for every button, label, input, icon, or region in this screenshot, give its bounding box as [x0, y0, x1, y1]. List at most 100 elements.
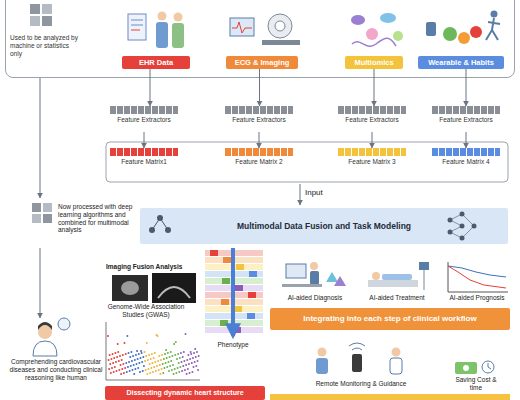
node-text: EHR Data [136, 58, 176, 67]
snp-dot [118, 369, 120, 371]
workflow-band: Integrating into each step of clinical w… [270, 308, 510, 330]
snp-dot [142, 370, 144, 372]
feature-matrix-cells [110, 148, 178, 156]
snp-dot [182, 356, 184, 358]
snp-dot [194, 348, 196, 350]
snp-dot [159, 373, 161, 375]
snp-dot [182, 365, 184, 367]
snp-dot [197, 369, 199, 371]
panel-label: Imaging Fusion Analysis [106, 263, 196, 271]
snp-dot [119, 355, 121, 357]
survival-chart [448, 266, 506, 277]
snp-dot [158, 369, 160, 371]
node-text: Now processed with deep learning algorit… [58, 203, 138, 234]
snp-dot [121, 368, 123, 370]
snp-dot [117, 351, 119, 353]
snp-dot [195, 365, 197, 367]
snp-dot [158, 355, 160, 357]
extractor-bar: Feature Extractors [338, 106, 406, 132]
diagnosis-icon [334, 276, 346, 286]
genome-stripe [205, 278, 263, 284]
node-text: Comprehending cardiovascular diseases an… [6, 358, 106, 381]
treatment-icon [372, 272, 380, 280]
money-icon [455, 361, 494, 374]
snp-dot [177, 367, 179, 369]
node-text: Feature Extractors [225, 116, 293, 124]
snp-dot [150, 367, 152, 369]
doctor-icon [58, 318, 70, 330]
snp-dot [179, 366, 181, 368]
snp-dot [183, 351, 185, 353]
snp-dot [148, 354, 150, 356]
snp-dot [169, 356, 171, 358]
snp-dot [168, 370, 170, 372]
snp-dot [189, 358, 191, 360]
diagnosis-icon [286, 264, 306, 278]
snp-dot [109, 363, 111, 365]
snp-dot [116, 370, 118, 372]
snp-dot [115, 361, 117, 363]
snp-dot [184, 369, 186, 371]
snp-dot [143, 351, 145, 353]
snp-dot [165, 362, 167, 364]
snp-dot [149, 363, 151, 365]
snp-dot [174, 354, 176, 356]
snp-dot [114, 366, 116, 368]
doctor-icon [38, 322, 52, 330]
snp-dot [110, 372, 112, 374]
snp-dot [112, 353, 114, 355]
genome-mark [248, 292, 256, 298]
survival-chart [448, 262, 508, 292]
data-tag: Multiomics [345, 56, 403, 69]
node-text: Feature Extractors [432, 116, 500, 124]
snp-dot [144, 360, 146, 362]
flow-arrow [259, 132, 260, 148]
snp-dot [170, 360, 172, 362]
extractor-bar-cells [338, 106, 406, 114]
snp-dot [143, 365, 145, 367]
remote-monitoring-icon [316, 343, 402, 374]
snp-dot [149, 372, 151, 374]
stage-note: Comprehending cardiovascular diseases an… [4, 318, 108, 398]
genome-mark [233, 327, 241, 333]
step-label: AI-aided Diagnosis [278, 294, 352, 302]
money-icon [455, 362, 477, 374]
snp-dot [188, 363, 190, 365]
snp-dot [141, 361, 143, 363]
snp-dot [155, 370, 157, 372]
feature-matrix: Feature Matrix 2 [225, 148, 293, 172]
snp-dot [191, 362, 193, 364]
snp-dot [137, 358, 139, 360]
diagnosis-icon [282, 284, 322, 287]
snp-dot [108, 359, 110, 361]
snp-dot [151, 362, 153, 364]
treatment-icon [368, 280, 418, 287]
snp-dot [122, 363, 124, 365]
step-label: AI-aided Treatment [360, 294, 434, 302]
feature-matrix: Feature Matrix1 [110, 148, 178, 172]
snp-dot [178, 362, 180, 364]
snp-dot [137, 367, 139, 369]
money-icon [482, 361, 494, 373]
snp-dot [185, 333, 187, 335]
genome-mark [247, 313, 255, 319]
snp-dot [120, 373, 122, 375]
remote-monitoring-icon [316, 358, 328, 374]
snp-dot [171, 355, 173, 357]
snp-dot [113, 371, 115, 373]
snp-dot [138, 362, 140, 364]
snp-dot [117, 343, 119, 345]
extractor-bar: Feature Extractors [225, 106, 293, 132]
feature-matrix-frame [106, 142, 508, 182]
snp-dot [136, 350, 138, 352]
snp-dot [152, 371, 154, 373]
snp-dot [187, 368, 189, 370]
snp-dot [133, 373, 135, 375]
node-text: Wearable & Habits [425, 58, 497, 67]
genome-stripe [205, 327, 263, 333]
snp-dot [135, 354, 137, 356]
genome-mark [234, 306, 242, 312]
snp-dot [161, 368, 163, 370]
money-icon [463, 365, 469, 371]
genome-mark [236, 264, 244, 270]
